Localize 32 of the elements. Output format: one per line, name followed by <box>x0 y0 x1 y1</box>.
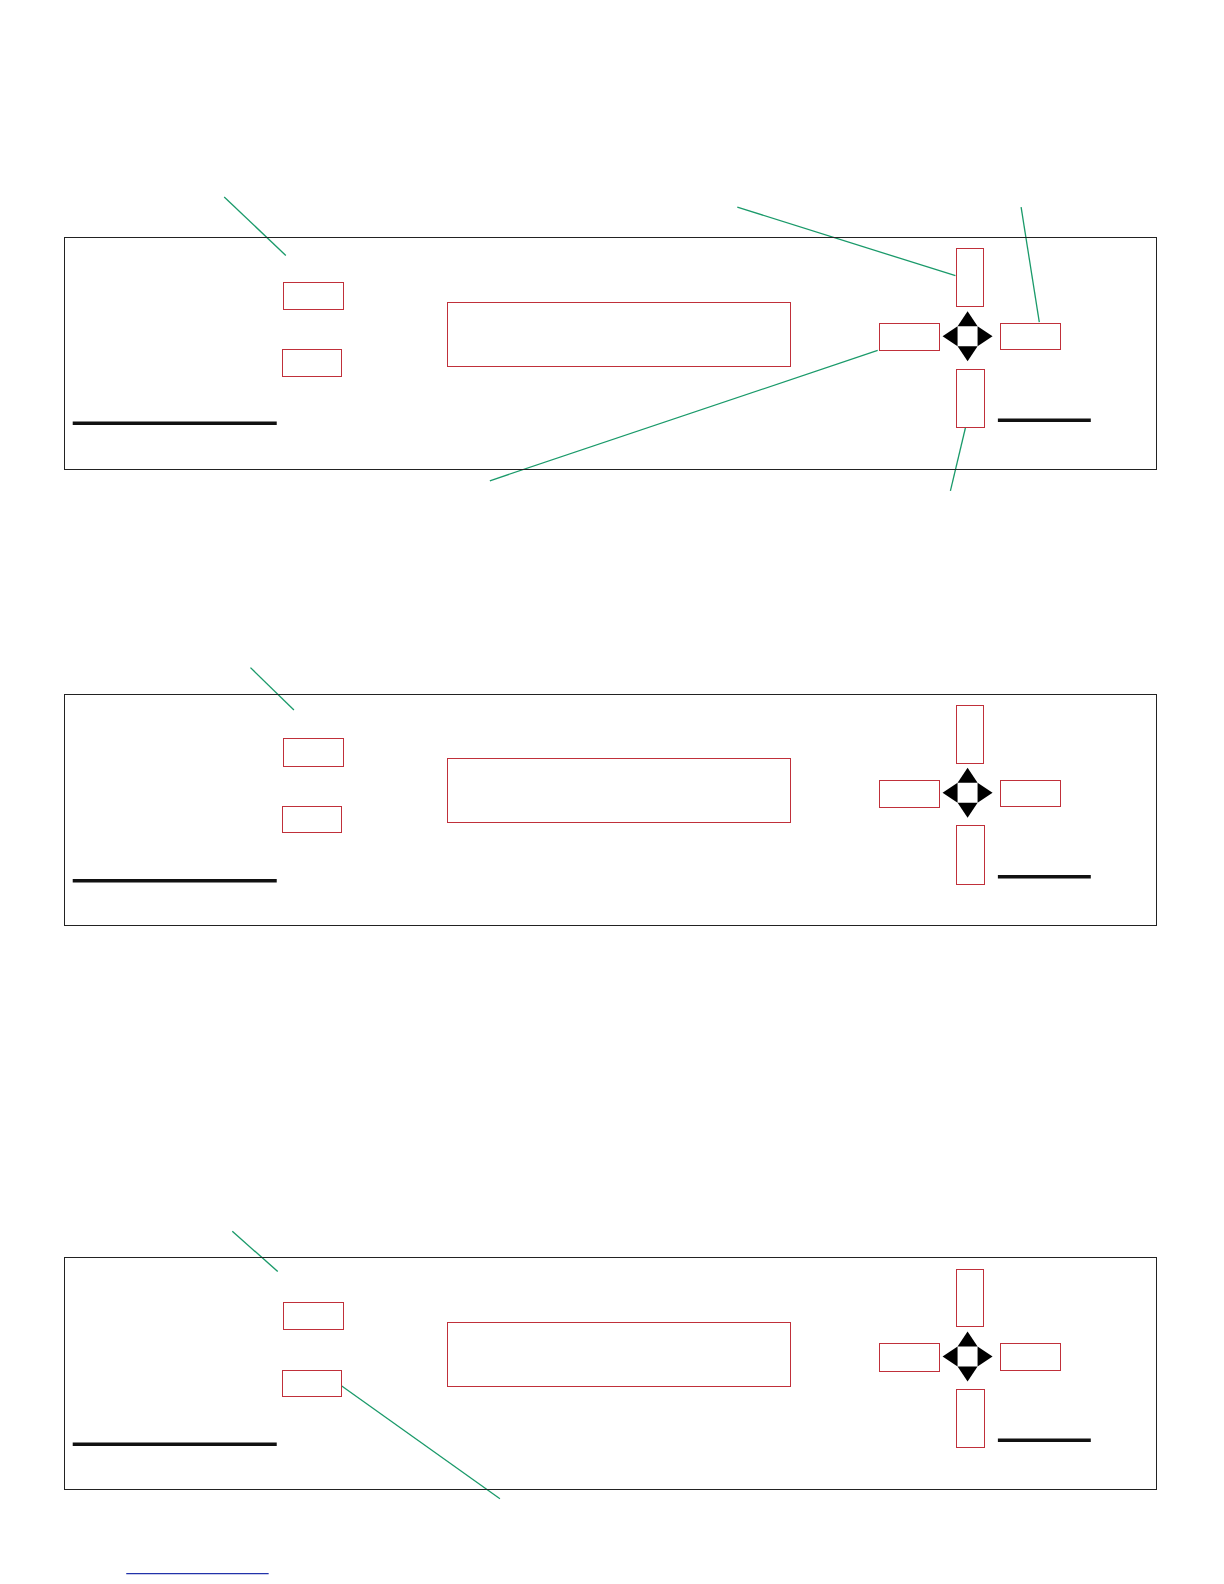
small-button <box>281 805 343 834</box>
leader-line <box>340 1385 501 1500</box>
up-button <box>956 704 984 764</box>
leader-line <box>249 666 295 711</box>
left-button <box>878 779 941 808</box>
leader-line <box>489 349 879 482</box>
leader-line <box>231 1230 279 1273</box>
leader-line <box>949 426 967 492</box>
right-button <box>999 779 1062 807</box>
display-window <box>447 301 791 367</box>
leader-line <box>223 196 287 257</box>
right-button <box>999 1343 1062 1371</box>
up-button <box>956 248 984 307</box>
display-window <box>447 758 791 824</box>
right-button <box>999 323 1062 351</box>
display-window <box>447 1322 791 1387</box>
leader-line <box>1020 206 1040 323</box>
left-button <box>878 323 941 352</box>
small-button <box>282 1301 345 1331</box>
down-button <box>956 368 985 429</box>
small-button <box>281 349 343 377</box>
small-button <box>282 738 345 767</box>
small-button <box>282 281 345 311</box>
device-panel <box>63 237 1158 470</box>
device-panel <box>63 1257 1158 1490</box>
left-button <box>878 1343 941 1372</box>
leader-line <box>736 206 957 277</box>
down-button <box>956 825 985 885</box>
device-panel <box>63 693 1158 927</box>
down-button <box>956 1388 985 1449</box>
up-button <box>956 1268 984 1328</box>
small-button <box>281 1369 343 1397</box>
